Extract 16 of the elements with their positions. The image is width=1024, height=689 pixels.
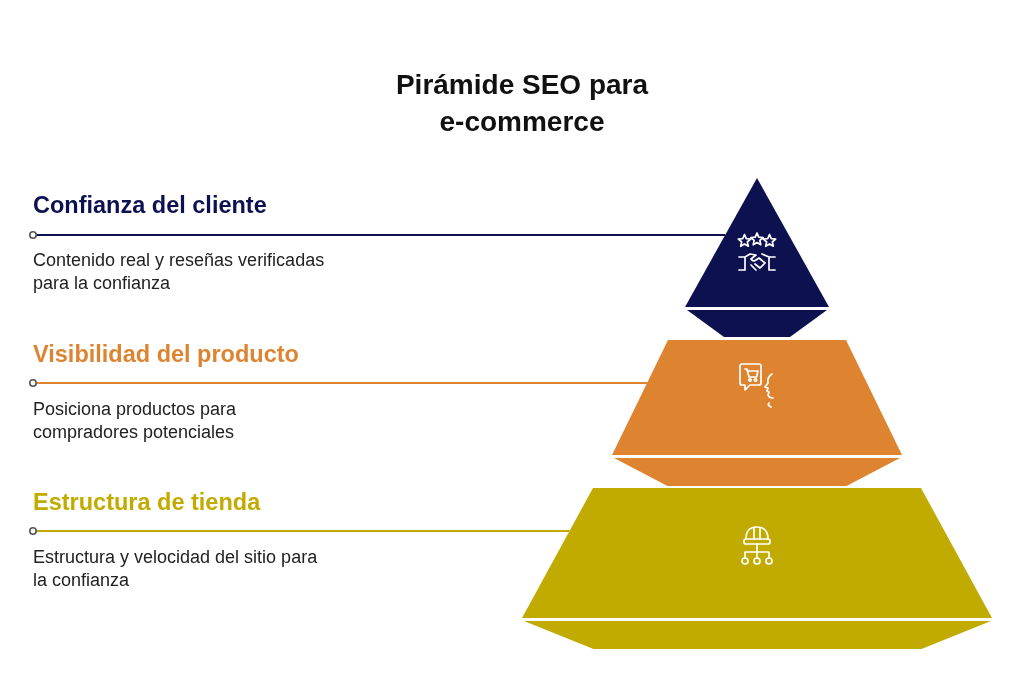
pyramid-tier-base	[614, 458, 900, 486]
pyramid-tier-base	[687, 310, 827, 337]
pyramid-tier-base	[523, 621, 991, 649]
leader-line	[29, 527, 571, 535]
pyramid-tier	[612, 340, 902, 455]
leader-line	[29, 379, 649, 387]
tier-heading: Confianza del cliente	[33, 191, 267, 220]
tier-description: Contenido real y reseñas verificadas para la confianza	[33, 249, 326, 295]
pyramid-tier	[685, 178, 829, 307]
leader-line	[29, 231, 727, 239]
diagram-title: Pirámide SEO para e-commerce	[394, 68, 650, 139]
tier-heading: Visibilidad del producto	[33, 340, 299, 369]
tier-description: Posiciona productos para compradores potenciales	[33, 398, 238, 444]
pyramid-tier	[522, 488, 992, 618]
tier-heading: Estructura de tienda	[33, 488, 261, 517]
tier-description: Estructura y velocidad del sitio para la confianza	[33, 546, 319, 592]
